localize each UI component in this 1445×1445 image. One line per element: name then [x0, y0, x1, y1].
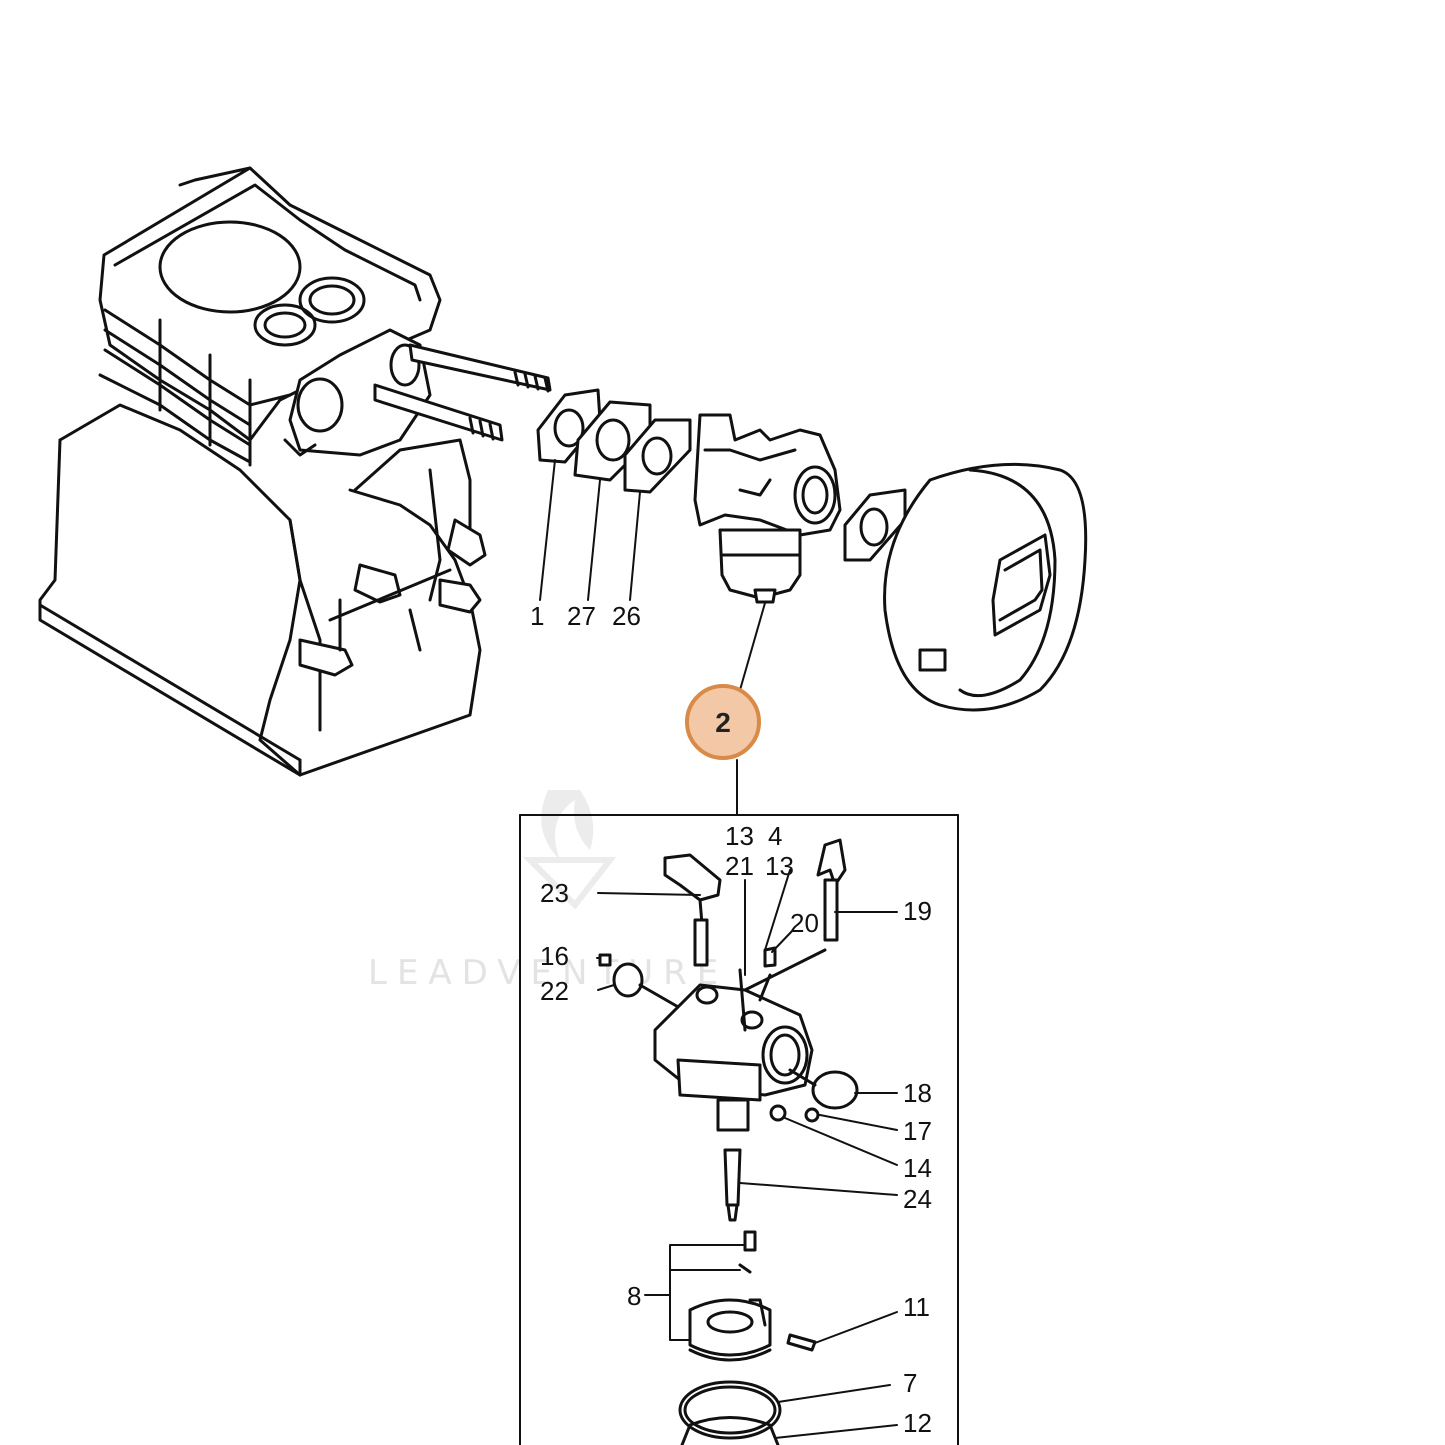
exploded-leader-lines	[596, 869, 898, 1439]
label-11: 11	[903, 1292, 930, 1322]
air-filter-housing	[883, 462, 1088, 712]
label-8: 8	[627, 1281, 641, 1311]
watermark: LEADVENTURE	[368, 790, 728, 993]
part-number-labels: 1 27 26 13 4 21 13 23 19 20 16 22 18 17 …	[530, 601, 932, 1438]
callout-number: 2	[715, 707, 731, 738]
label-16: 16	[540, 941, 569, 971]
label-7: 7	[903, 1368, 917, 1398]
label-19: 19	[903, 896, 932, 926]
callout-bracket	[519, 759, 959, 816]
label-22: 22	[540, 976, 569, 1006]
engine-block-illustration	[38, 166, 487, 777]
label-14: 14	[903, 1153, 932, 1183]
callout-circle	[685, 684, 761, 760]
label-21: 21	[725, 851, 754, 881]
mounting-studs	[373, 343, 552, 442]
label-13a: 13	[725, 821, 754, 851]
carburetor-illustration	[693, 413, 842, 604]
exploded-carburetor	[598, 838, 859, 1445]
top-leader-lines	[539, 459, 766, 691]
watermark-text: LEADVENTURE	[368, 953, 728, 993]
label-4: 4	[768, 821, 782, 851]
gasket-26	[623, 418, 692, 494]
gasket-1	[536, 388, 602, 464]
label-17: 17	[903, 1116, 932, 1146]
label-1: 1	[530, 601, 544, 631]
exploded-view-box	[519, 814, 959, 1445]
label-26: 26	[612, 601, 641, 631]
callout-2[interactable]: 2	[685, 684, 761, 760]
air-gasket	[843, 488, 907, 562]
label-24: 24	[903, 1184, 932, 1214]
label-12: 12	[903, 1408, 932, 1438]
label-23: 23	[540, 878, 569, 908]
label-13b: 13	[765, 851, 794, 881]
label-18: 18	[903, 1078, 932, 1108]
spacer-27	[573, 400, 652, 482]
label-27: 27	[567, 601, 596, 631]
label-20: 20	[790, 908, 819, 938]
